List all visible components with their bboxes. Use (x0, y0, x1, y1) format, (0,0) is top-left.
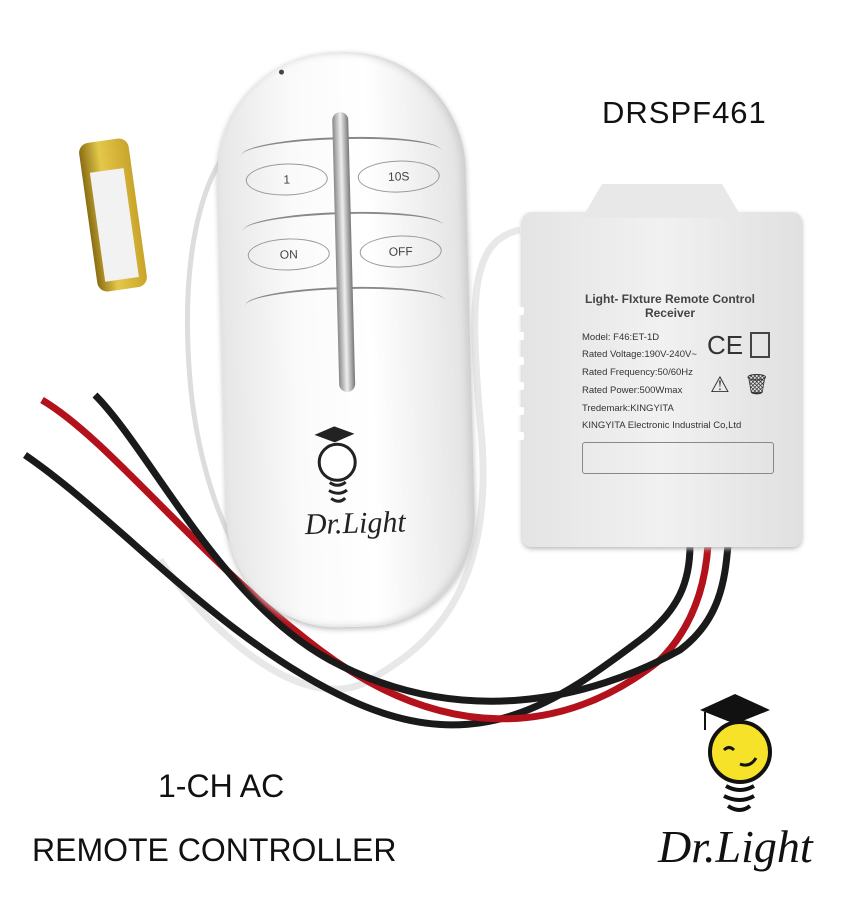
ce-mark: CE (707, 330, 744, 360)
button-on[interactable]: ON (247, 237, 331, 272)
product-model: DRSPF461 (602, 95, 767, 130)
weee-bin-icon: 🗑 (744, 374, 770, 396)
remote-brand: Dr.Light (304, 505, 407, 542)
black-wire-2 (92, 392, 732, 705)
red-wire (40, 396, 712, 723)
high-voltage-icon: ⚠ (710, 372, 730, 397)
wiring-diagram (582, 442, 774, 474)
white-wire (157, 226, 521, 693)
caption-line-2: REMOTE CONTROLLER (32, 832, 397, 868)
spec-manufacturer: KINGYITA Electronic Industrial Co,Ltd (582, 420, 742, 431)
spec-voltage: Rated Voltage:190V-240V~ (582, 349, 697, 360)
button-1[interactable]: 1 (245, 162, 329, 197)
spec-model: Model: F46:ET-1D (582, 332, 660, 343)
spec-trademark: Tredemark:KINGYITA (582, 403, 674, 414)
button-10s[interactable]: 10S (357, 159, 441, 194)
spec-frequency: Rated Frequency:50/60Hz (582, 367, 693, 378)
black-wire-1 (23, 452, 694, 729)
receiver-box: Light- FIxture Remote Control Receiver M… (514, 184, 802, 547)
mounting-tab (582, 184, 742, 218)
remote-control: 1 10S ON OFF Dr.Light (214, 48, 478, 631)
bulb-logo-icon (314, 426, 357, 503)
spec-power: Rated Power:500Wmax (582, 385, 683, 396)
brand-logo-icon (700, 694, 772, 812)
double-insulation-icon (750, 332, 770, 358)
title-line-2: Receiver (644, 306, 696, 320)
receiver-title: Light- FIxture Remote Control Receiver (580, 292, 760, 320)
title-line-1: Light- FIxture Remote Control (585, 292, 755, 306)
brand-name: Dr.Light (658, 821, 813, 872)
button-off[interactable]: OFF (359, 234, 443, 269)
caption-line-1: 1-CH AC (158, 768, 285, 804)
led-indicator (278, 69, 285, 75)
